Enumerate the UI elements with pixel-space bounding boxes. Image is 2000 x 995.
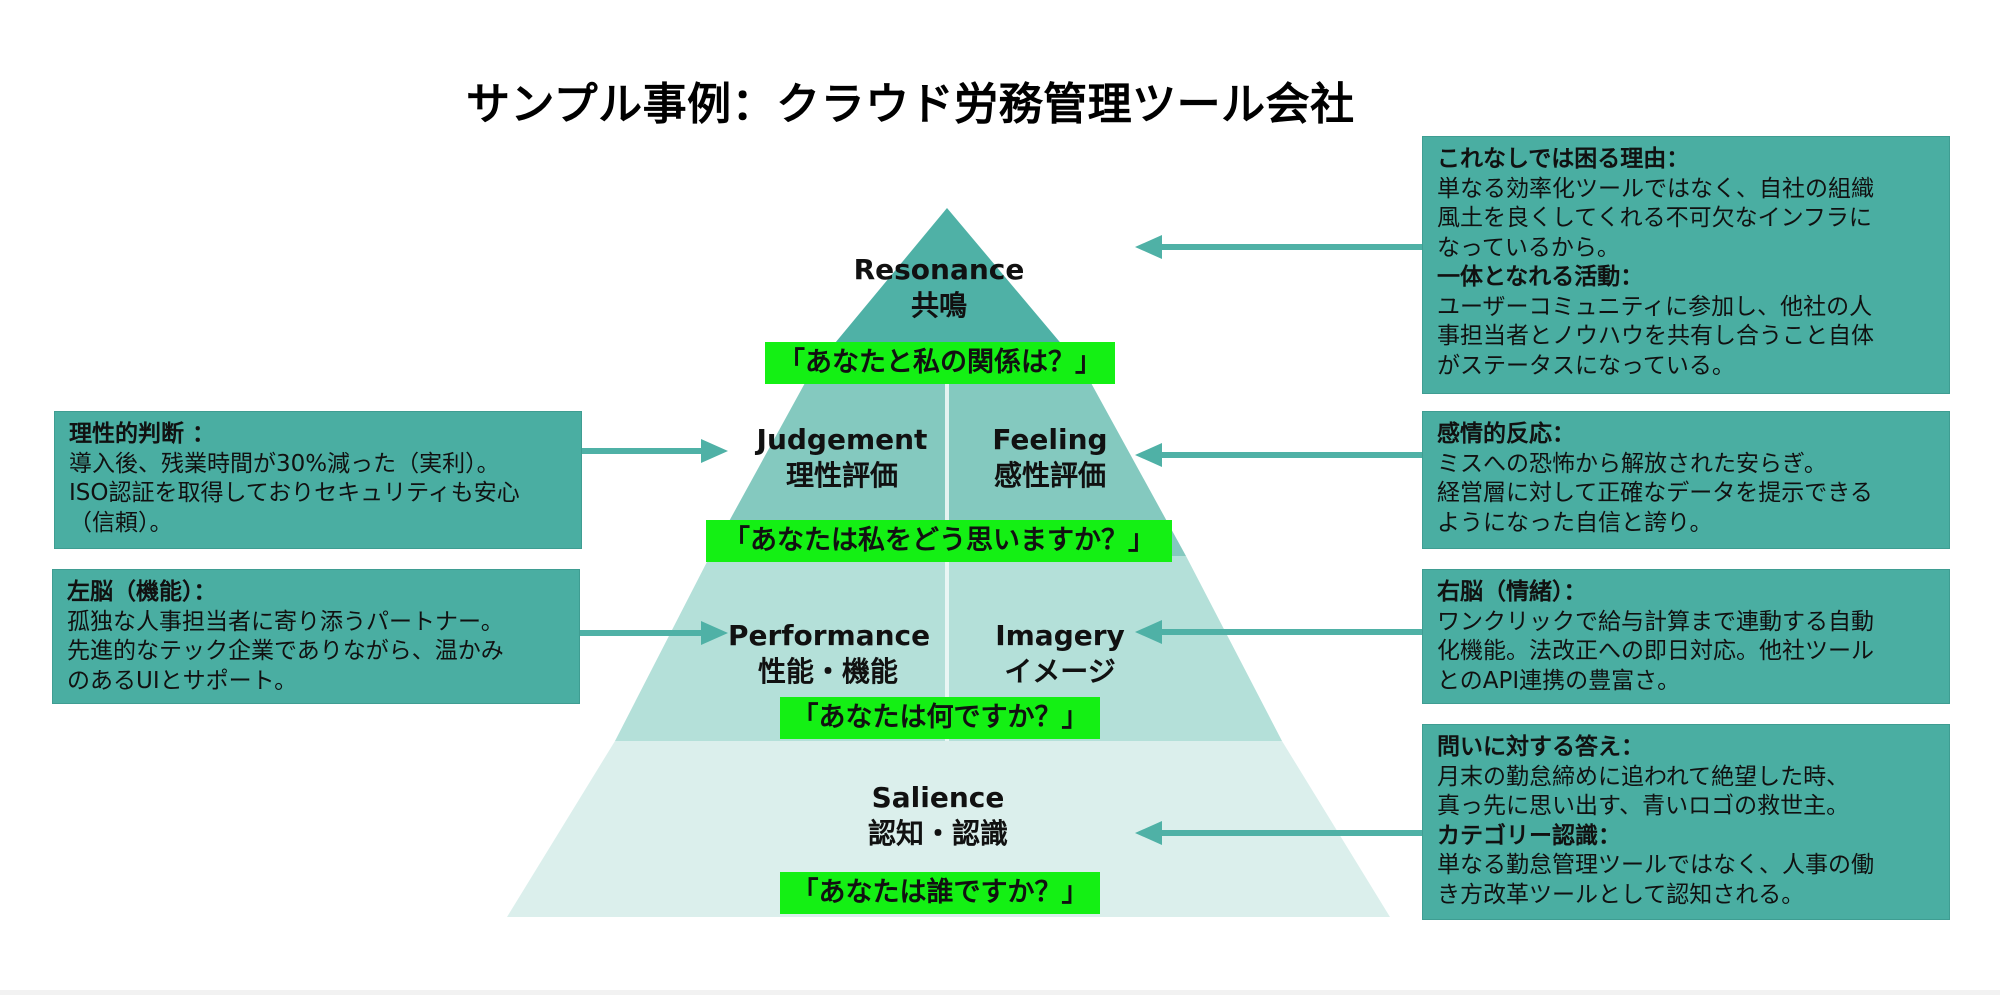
arrow-salience-head — [1135, 821, 1162, 845]
box-feeling-heading: 感情的反応： — [1437, 421, 1575, 447]
box-salience-heading-1: 問いに対する答え： — [1437, 734, 1644, 760]
box-judgement-heading: 理性的判断 ： — [69, 421, 216, 447]
level-label-judgement: Judgement 理性評価 — [752, 422, 932, 494]
level-performance-en: Performance — [728, 619, 931, 652]
box-feeling-text: ミスへの恐怖から解放された安らぎ。 経営層に対して正確なデータを提示できる よう… — [1437, 450, 1873, 536]
box-imagery-heading: 右脳（情緒）： — [1437, 579, 1587, 605]
box-resonance-text-2: ユーザーコミュニティに参加し、他社の人 事担当者とノウハウを共有し合うこと自体 … — [1437, 293, 1874, 379]
arrow-judgement-head — [701, 439, 728, 463]
level-salience-ja: 認知・認識 — [867, 817, 1008, 850]
level-feeling-en: Feeling — [992, 423, 1108, 456]
level-judgement-ja: 理性評価 — [785, 459, 898, 492]
question-relationship: 「あなたと私の関係は？」 — [765, 342, 1115, 384]
level-label-feeling: Feeling 感性評価 — [970, 422, 1130, 494]
level-imagery-en: Imagery — [995, 619, 1125, 652]
level-label-salience: Salience 認知・認識 — [838, 780, 1038, 852]
box-feeling: 感情的反応： ミスへの恐怖から解放された安らぎ。 経営層に対して正確なデータを提… — [1422, 411, 1950, 549]
box-salience-text-1: 月末の勤怠締めに追われて絶望した時、 真っ先に思い出す、青いロゴの救世主。 — [1437, 763, 1850, 820]
box-resonance-heading-1: これなしでは困る理由： — [1437, 146, 1690, 172]
arrow-resonance-head — [1135, 235, 1162, 259]
box-imagery: 右脳（情緒）： ワンクリックで給与計算まで連動する自動 化機能。法改正への即日対… — [1422, 569, 1950, 704]
box-performance-text: 孤独な人事担当者に寄り添うパートナー。 先進的なテック企業でありながら、温かみ … — [67, 608, 504, 694]
box-resonance-heading-2: 一体となれる活動： — [1437, 264, 1644, 290]
bottom-border — [0, 990, 2000, 995]
diagram-title: サンプル事例：クラウド労務管理ツール会社 — [466, 79, 1355, 130]
level-label-imagery: Imagery イメージ — [980, 618, 1140, 690]
level-judgement-en: Judgement — [756, 423, 928, 456]
level-label-resonance: Resonance 共鳴 — [839, 252, 1039, 324]
box-imagery-text: ワンクリックで給与計算まで連動する自動 化機能。法改正への即日対応。他社ツール … — [1437, 608, 1874, 694]
question-think: 「あなたは私をどう思いますか？」 — [706, 520, 1172, 562]
level-resonance-ja: 共鳴 — [910, 289, 967, 322]
box-judgement-text: 導入後、残業時間が30%減った（実利）。 ISO認証を取得しておりセキュリティも… — [69, 450, 520, 536]
box-resonance: これなしでは困る理由： 単なる効率化ツールではなく、自社の組織 風土を良くしてく… — [1422, 136, 1950, 394]
box-salience: 問いに対する答え： 月末の勤怠締めに追われて絶望した時、 真っ先に思い出す、青い… — [1422, 724, 1950, 920]
box-performance: 左脳（機能）： 孤独な人事担当者に寄り添うパートナー。 先進的なテック企業であり… — [52, 569, 580, 704]
level-imagery-ja: イメージ — [1004, 655, 1116, 688]
arrow-performance-head — [701, 621, 728, 645]
arrow-imagery-head — [1135, 620, 1162, 644]
box-performance-heading: 左脳（機能）： — [67, 579, 217, 605]
question-what: 「あなたは何ですか？」 — [780, 697, 1100, 739]
box-salience-heading-2: カテゴリー認識： — [1437, 822, 1621, 849]
arrow-feeling-head — [1135, 443, 1162, 467]
box-resonance-text-1: 単なる効率化ツールではなく、自社の組織 風土を良くしてくれる不可欠なインフラに … — [1437, 175, 1874, 261]
level-performance-ja: 性能・機能 — [757, 655, 898, 688]
level-resonance-en: Resonance — [853, 253, 1025, 286]
pyramid-level-resonance — [811, 208, 1085, 372]
level-feeling-ja: 感性評価 — [993, 459, 1106, 492]
pyramid-level-salience — [507, 741, 1390, 917]
box-judgement: 理性的判断 ： 導入後、残業時間が30%減った（実利）。 ISO認証を取得してお… — [54, 411, 582, 549]
level-label-performance: Performance 性能・機能 — [728, 618, 931, 690]
level-salience-en: Salience — [871, 781, 1005, 814]
question-who: 「あなたは誰ですか？」 — [780, 872, 1100, 914]
box-salience-text-2: 単なる勤怠管理ツールではなく、人事の働 き方改革ツールとして認知される。 — [1437, 852, 1874, 908]
